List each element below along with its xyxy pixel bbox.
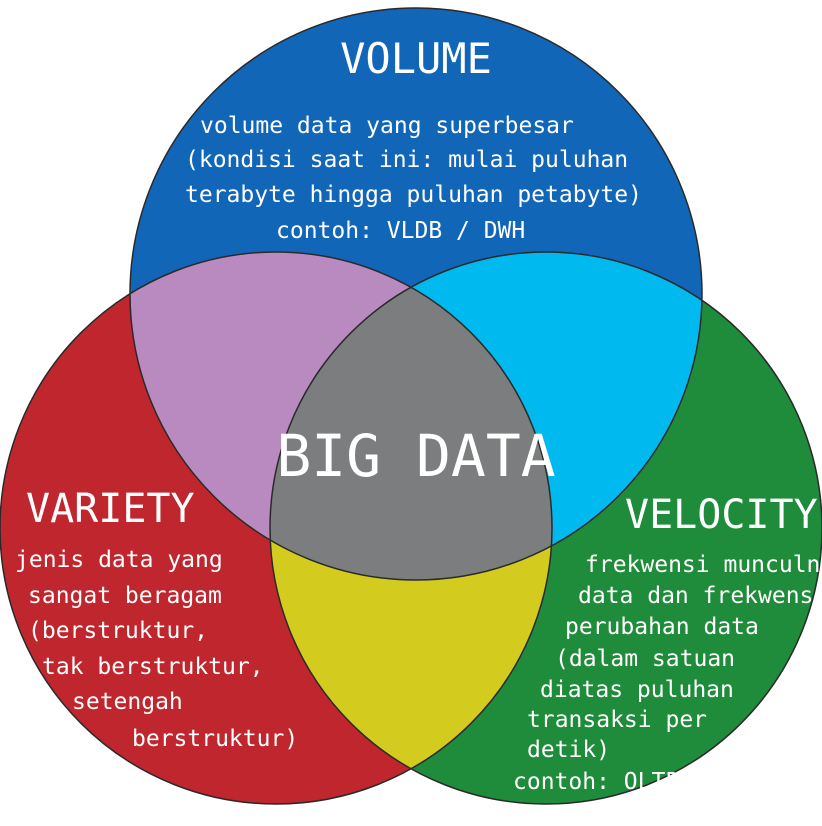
velocity-title: VELOCITY [625, 492, 818, 538]
volume-title: VOLUME [340, 34, 492, 83]
velocity-line-4: (dalam satuan [555, 646, 735, 672]
velocity-line-7: detik) [527, 737, 610, 763]
volume-line-1: volume data yang superbesar [200, 113, 574, 139]
variety-line-4: tak berstruktur, [42, 654, 264, 680]
big-data-label: BIG DATA [276, 422, 555, 490]
volume-line-2: (kondisi saat ini: mulai puluhan [185, 147, 628, 173]
variety-line-6: berstruktur) [132, 726, 298, 752]
variety-line-3: (berstruktur, [28, 618, 208, 644]
velocity-line-3: perubahan data [565, 614, 759, 640]
variety-line-2: sangat beragam [28, 583, 222, 609]
variety-line-1: jenis data yang [15, 547, 223, 573]
velocity-line-6: transaksi per [527, 707, 707, 733]
volume-line-3: terabyte hingga puluhan petabyte) [185, 182, 642, 208]
variety-outline [0, 251, 553, 805]
velocity-outline [269, 251, 822, 805]
variety-line-5: setengah [72, 689, 183, 715]
velocity-line-1: frekwensi munculnya [585, 552, 822, 578]
variety-title: VARIETY [26, 486, 195, 532]
big-data-center-region [270, 252, 552, 580]
velocity-line-5: diatas puluhan [540, 677, 734, 703]
velocity-line-2: data dan frekwensi [578, 583, 822, 609]
velocity-line-8: contoh: OLTP [513, 769, 679, 795]
volume-line-4: contoh: VLDB / DWH [276, 218, 525, 244]
